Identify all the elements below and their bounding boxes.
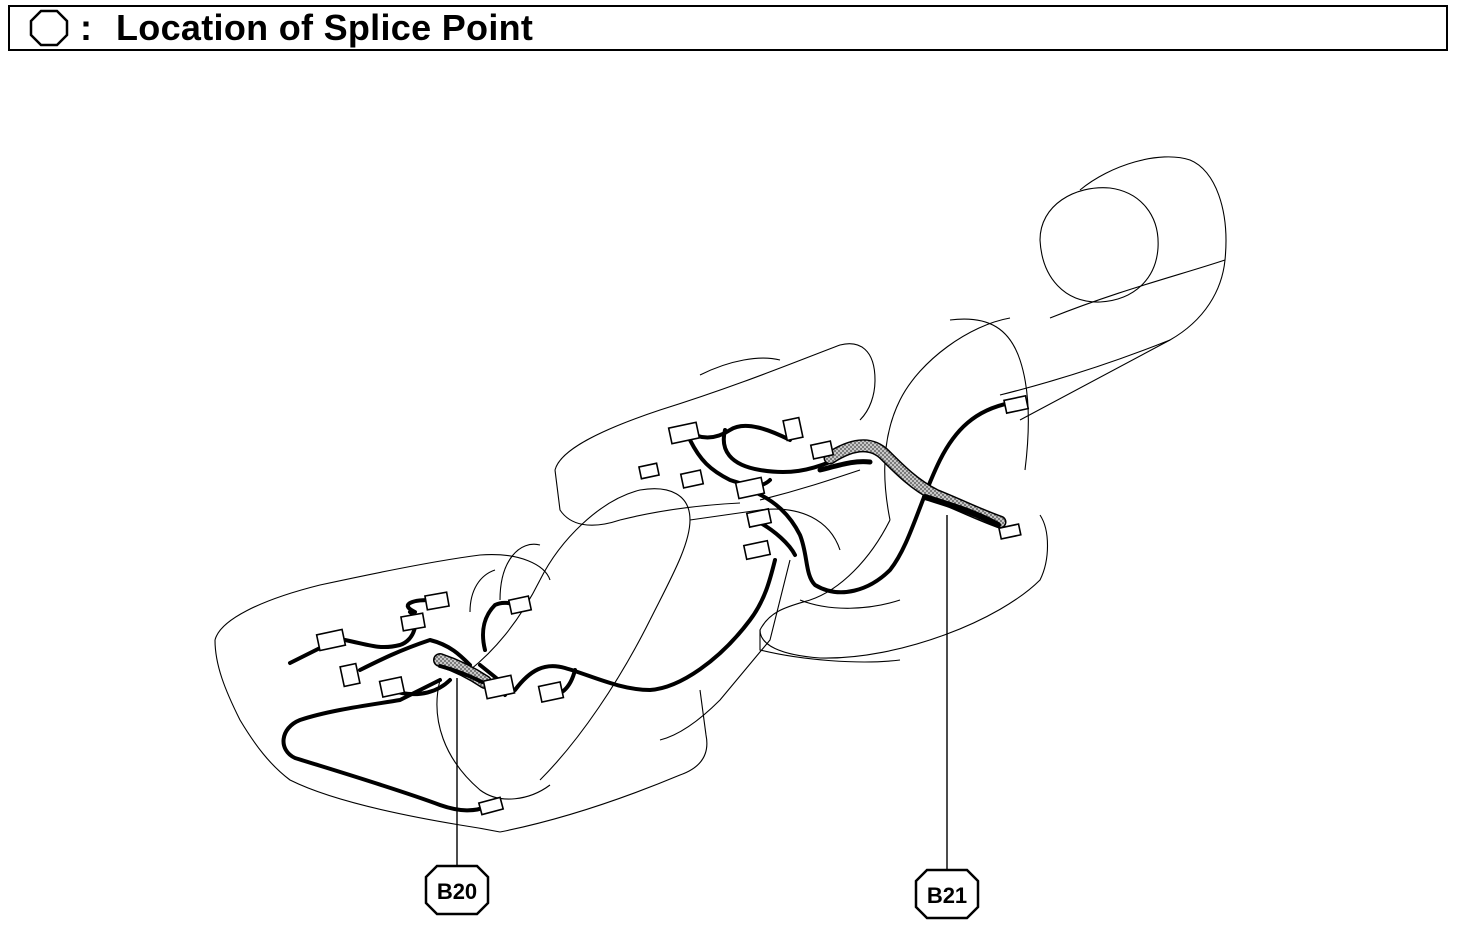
- splice-id: B20: [437, 879, 477, 904]
- octagon-icon: [26, 7, 72, 49]
- header-bar: : Location of Splice Point: [8, 5, 1448, 51]
- octagon-icon: [424, 864, 490, 916]
- octagon-icon: [914, 868, 980, 920]
- splice-label-b20: B20: [424, 864, 490, 916]
- page-title: Location of Splice Point: [116, 7, 534, 48]
- splice-label-b21: B21: [914, 868, 980, 920]
- seat-harness-diagram: B20 B21: [214, 156, 1227, 920]
- connectors: [315, 394, 1030, 816]
- seat-outline: [214, 156, 1227, 833]
- taped-harness-sections: [433, 439, 1007, 689]
- header-separator: :: [80, 7, 92, 48]
- splice-id: B21: [927, 883, 967, 908]
- leader-lines: [456, 515, 948, 872]
